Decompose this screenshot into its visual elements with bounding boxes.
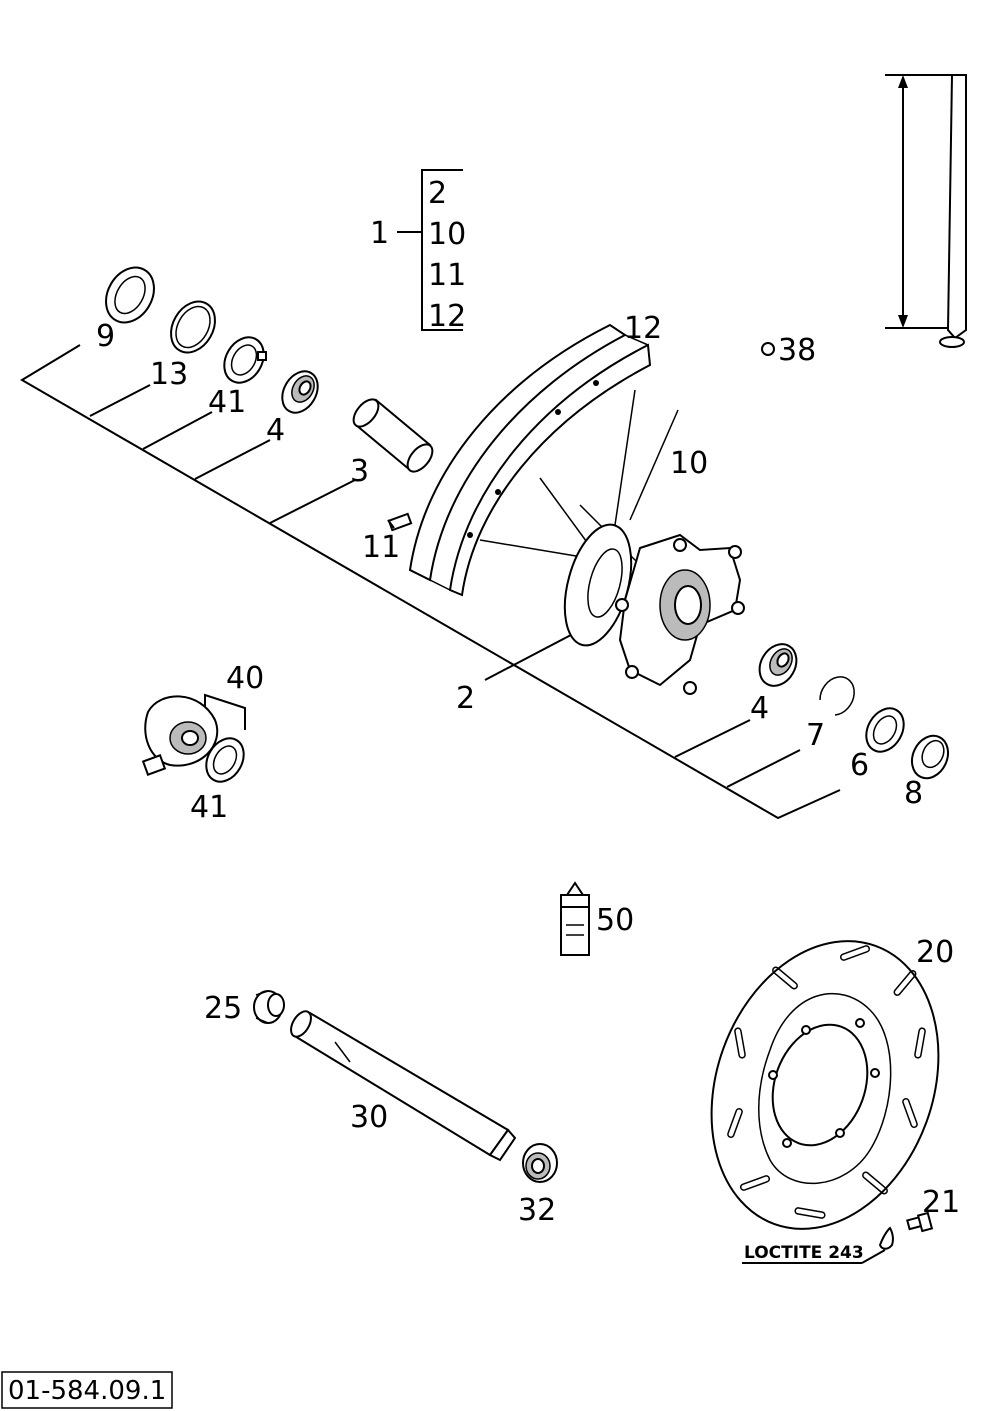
label-part-41-lower: 41 [190,790,228,825]
label-part-20: 20 [916,935,954,970]
axle-nut-part-32 [522,1143,558,1183]
label-assembly-child-10: 10 [428,217,466,252]
loctite-note: LOCTITE 243 [742,1243,886,1264]
bearing-part-4-left [281,370,319,414]
bearing-part-4-right [758,643,798,687]
label-part-1: 1 [370,216,389,251]
rim-part-12 [408,323,652,597]
label-part-4-right: 4 [750,691,769,726]
spoke-nipple-part-11 [387,512,413,532]
spoke-length-detail [885,74,967,348]
diagram-code-box: 01-584.09.1 [1,1371,173,1409]
label-part-13: 13 [150,357,188,392]
spacer-part-8 [911,734,949,780]
seal-ring-part-9 [105,266,155,324]
label-part-10: 10 [670,446,708,481]
label-part-4-left: 4 [266,413,285,448]
seal-ring-part-6 [865,707,905,753]
label-part-8: 8 [904,776,923,811]
label-part-50: 50 [596,903,634,938]
axle-collar-part-25 [253,990,285,1024]
label-part-40: 40 [226,661,264,696]
label-part-9: 9 [96,319,115,354]
label-part-6: 6 [850,748,869,783]
o-ring-part-13 [170,300,216,354]
label-assembly-child-11: 11 [428,258,466,293]
label-part-11: 11 [362,530,400,565]
assembly-bracket: 1 2 10 11 12 [370,169,466,334]
loctite-note-text: LOCTITE 243 [744,1243,864,1263]
circlip-part-7 [819,676,855,716]
label-part-3: 3 [350,454,369,489]
spacer-sleeve-part-3 [352,398,434,473]
nut-part-38 [761,342,775,356]
label-part-32: 32 [518,1193,556,1228]
lock-washer-part-41 [223,336,267,384]
diagram-code: 01-584.09.1 [8,1376,166,1406]
grease-tube-part-50 [560,881,590,956]
label-part-30: 30 [350,1100,388,1135]
lock-washer-part-41-lower [205,737,245,783]
brake-disc-part-20 [710,940,940,1230]
label-assembly-child-12: 12 [428,299,466,334]
label-assembly-child-2: 2 [428,176,447,211]
label-part-2: 2 [456,681,475,716]
speedometer-drive-part-40 [141,693,246,776]
label-part-21: 21 [922,1185,960,1220]
hub-part-2 [563,523,745,695]
label-part-12: 12 [624,311,662,346]
label-part-41-upper: 41 [208,385,246,420]
disc-bolt-part-21 [878,1211,934,1250]
label-part-25: 25 [204,991,242,1026]
label-part-7: 7 [806,718,825,753]
axle-part-30 [290,1010,517,1162]
label-part-38: 38 [778,333,816,368]
